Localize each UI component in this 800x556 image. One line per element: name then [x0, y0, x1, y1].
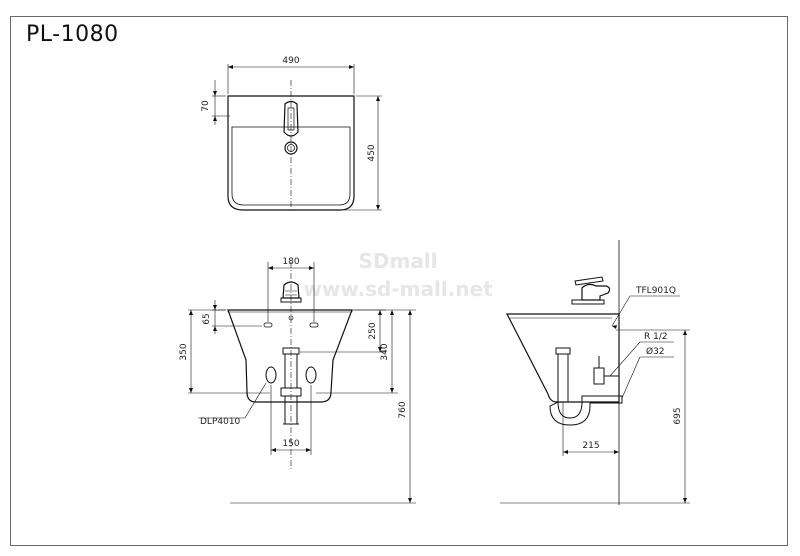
dim-760: 760 — [398, 401, 408, 418]
side-view: TFL901Q R 1/2 Ø32 215 695 — [500, 240, 690, 505]
faucet-top-icon — [283, 100, 299, 137]
waste-trap-icon — [280, 387, 302, 397]
label-tfl901q: TFL901Q — [635, 286, 676, 296]
model-title: PL-1080 — [26, 22, 119, 47]
dim-450: 450 — [367, 144, 377, 161]
dim-340: 340 — [380, 343, 390, 360]
basin-side-outline — [506, 313, 620, 403]
drain-top-icon — [284, 141, 298, 155]
watermark-bottom: www.sd-mall.net — [303, 277, 493, 301]
faucet-front-icon — [282, 281, 300, 299]
dim-250: 250 — [368, 322, 378, 339]
top-view: 490 70 450 — [201, 56, 382, 212]
label-r-half: R 1/2 — [644, 332, 668, 342]
label-d32: Ø32 — [646, 346, 665, 357]
dim-180: 180 — [282, 257, 299, 267]
trap-side-icon — [549, 395, 623, 426]
dim-70: 70 — [201, 100, 211, 112]
faucet-side-icon — [581, 283, 611, 301]
watermark-top: SDmall — [358, 249, 437, 273]
dim-490: 490 — [282, 56, 299, 66]
dim-695: 695 — [673, 407, 683, 424]
dim-150: 150 — [282, 439, 299, 449]
dim-350: 350 — [179, 343, 189, 360]
front-view: 180 65 350 250 340 — [179, 257, 416, 504]
basin-bowl — [231, 126, 351, 206]
drawing-frame — [10, 16, 788, 546]
basin-outline — [227, 95, 355, 211]
dim-215: 215 — [582, 441, 599, 451]
label-dlp4010: DLP4010 — [200, 417, 241, 427]
dim-65: 65 — [202, 313, 212, 324]
